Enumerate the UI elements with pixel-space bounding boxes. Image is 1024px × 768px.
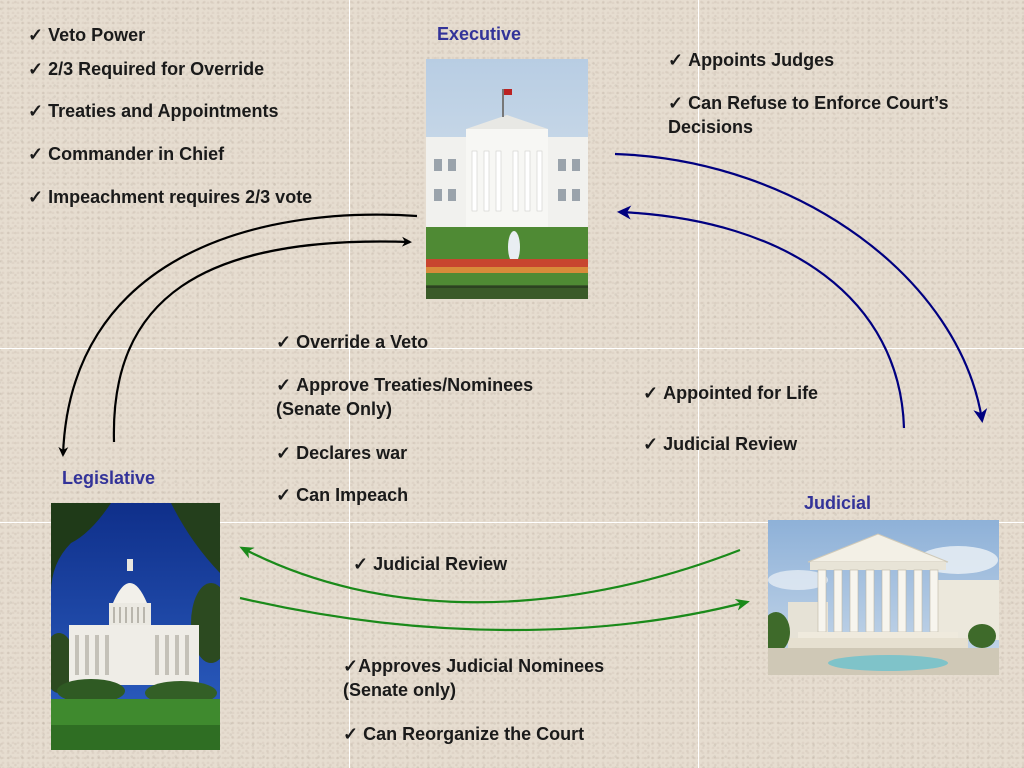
check-item: ✓Veto Power	[28, 25, 146, 45]
check-item: ✓Approve Treaties/Nominees (Senate Only)	[276, 375, 534, 419]
check-item: ✓Appointed for Life	[643, 383, 819, 403]
check-item: ✓Judicial Review	[643, 434, 798, 454]
check-item: ✓Treaties and Appointments	[28, 101, 279, 121]
check-icon: ✓	[643, 434, 659, 454]
check-icon: ✓	[276, 332, 292, 352]
check-item: ✓Override a Veto	[276, 332, 429, 352]
check-item: ✓Declares war	[276, 443, 408, 463]
check-icon: ✓	[668, 93, 684, 113]
check-item: ✓Can Reorganize the Court	[343, 724, 585, 744]
check-item: ✓Approves Judicial Nominees (Senate only…	[343, 656, 605, 700]
arrow-leg-to-exec	[112, 236, 412, 443]
arrow-jud-to-exec	[617, 205, 906, 429]
arrow-exec-to-leg	[58, 213, 418, 457]
arrow-exec-to-jud	[614, 152, 988, 423]
check-item: ✓Can Refuse to Enforce Court’s Decisions	[668, 93, 949, 137]
legislative-label: Legislative	[62, 468, 156, 488]
check-icon: ✓	[643, 383, 659, 403]
white-house-photo	[426, 59, 588, 299]
check-icon: ✓	[28, 59, 44, 79]
check-icon: ✓	[343, 724, 359, 744]
arrow-leg-to-jud	[239, 596, 750, 632]
check-icon: ✓	[343, 656, 359, 676]
check-icon: ✓	[276, 375, 292, 395]
check-icon: ✓	[276, 443, 292, 463]
check-icon: ✓	[28, 144, 44, 164]
executive-label: Executive	[437, 24, 522, 44]
check-icon: ✓	[353, 554, 369, 574]
check-icon: ✓	[28, 101, 44, 121]
check-icon: ✓	[28, 187, 44, 207]
check-item: ✓Impeachment requires 2/3 vote	[28, 187, 313, 207]
check-item: ✓Judicial Review	[353, 554, 508, 574]
arrow-jud-to-leg	[239, 546, 741, 604]
check-icon: ✓	[668, 50, 684, 70]
check-item: ✓2/3 Required for Override	[28, 59, 265, 79]
capitol-photo	[51, 503, 220, 750]
check-item: ✓Commander in Chief	[28, 144, 225, 164]
check-icon: ✓	[28, 25, 44, 45]
check-item: ✓Appoints Judges	[668, 50, 835, 70]
supreme-court-photo	[768, 520, 999, 675]
check-item: ✓Can Impeach	[276, 485, 409, 505]
judicial-label: Judicial	[804, 493, 872, 513]
check-icon: ✓	[276, 485, 292, 505]
